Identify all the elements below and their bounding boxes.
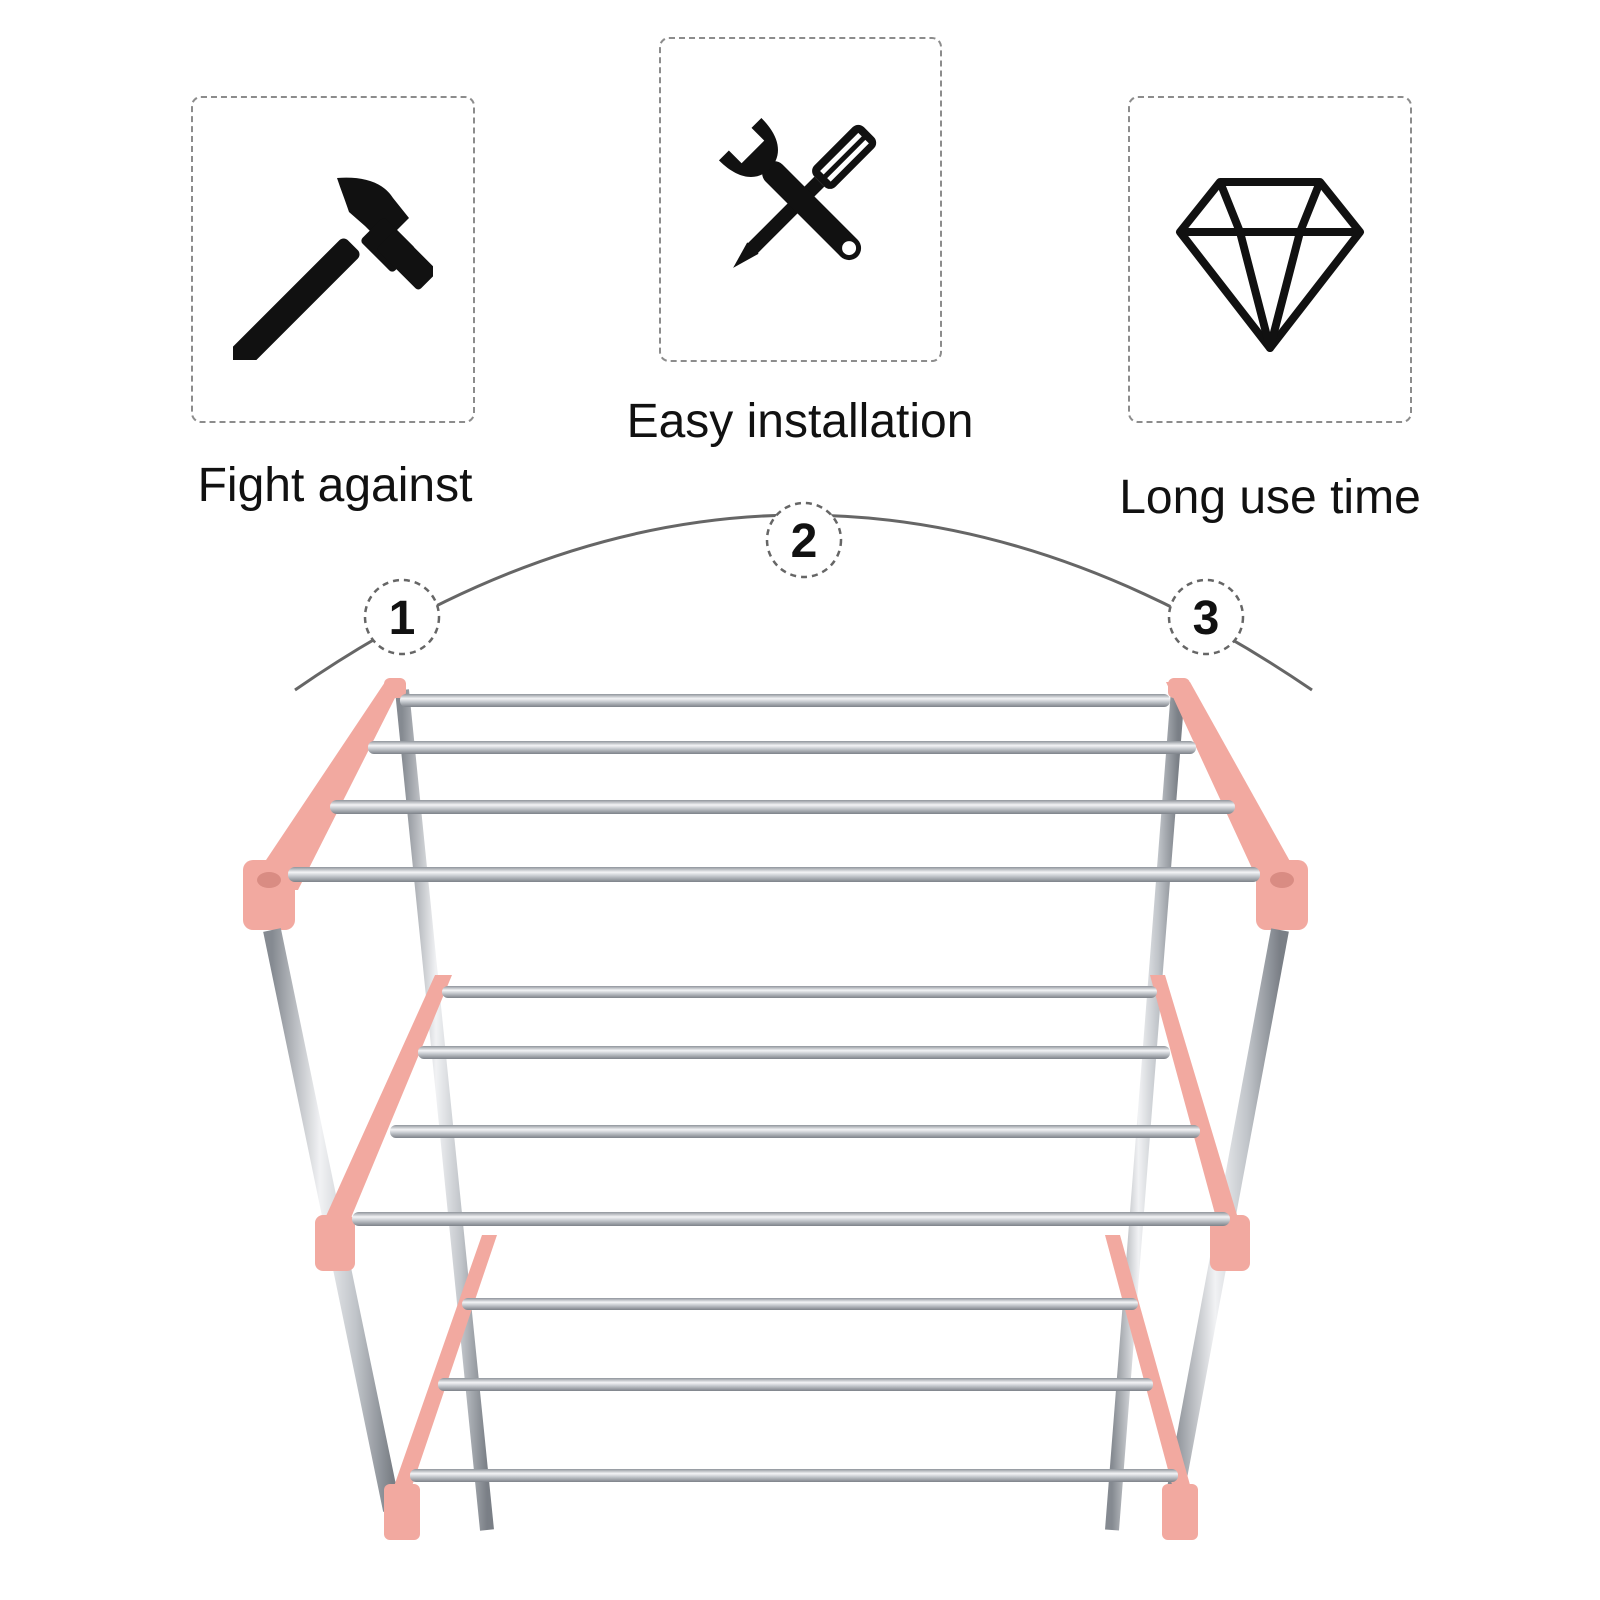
- back-left-post: [395, 689, 494, 1531]
- top-rod-1: [400, 694, 1170, 707]
- marker-3: 3: [1167, 578, 1245, 656]
- top-rod-4: [288, 867, 1260, 882]
- wrench-screwdriver-icon: [718, 117, 876, 268]
- feature-box-fight-against: [191, 96, 475, 423]
- top-left-corner-cap: [243, 860, 295, 930]
- top-rod-2: [368, 741, 1196, 754]
- feature-label-easy-installation: Easy installation: [626, 395, 974, 448]
- feature-box-long-use-time: [1128, 96, 1412, 423]
- marker-3-label: 3: [1193, 592, 1220, 645]
- back-right-post: [1105, 689, 1185, 1531]
- middle-left-side-bar: [322, 975, 452, 1225]
- diamond-icon: [1176, 177, 1364, 352]
- middle-rod-2: [418, 1046, 1170, 1059]
- bottom-rod-1: [462, 1298, 1138, 1310]
- middle-rod-1: [442, 986, 1157, 998]
- bottom-rod-2: [438, 1378, 1153, 1391]
- marker-1-label: 1: [389, 592, 416, 645]
- marker-1: 1: [363, 578, 441, 656]
- bottom-rod-3: [410, 1469, 1178, 1482]
- top-rod-3: [330, 800, 1235, 814]
- feature-label-fight-against: Fight against: [197, 459, 473, 512]
- middle-left-connector: [315, 1215, 355, 1271]
- middle-rod-4: [352, 1212, 1230, 1226]
- marker-2: 2: [765, 501, 843, 579]
- middle-right-side-bar: [1150, 975, 1240, 1225]
- marker-2-label: 2: [791, 515, 818, 568]
- top-right-corner-cap: [1256, 860, 1308, 930]
- bottom-right-foot: [1162, 1484, 1198, 1540]
- middle-rod-3: [390, 1125, 1200, 1138]
- bottom-left-foot: [384, 1484, 420, 1540]
- hammer-icon: [233, 177, 433, 360]
- middle-right-connector: [1210, 1215, 1250, 1271]
- feature-box-easy-installation: [659, 37, 942, 362]
- feature-label-long-use-time: Long use time: [1119, 471, 1421, 524]
- top-left-side-bar: [246, 682, 403, 890]
- top-right-side-bar: [1166, 682, 1306, 890]
